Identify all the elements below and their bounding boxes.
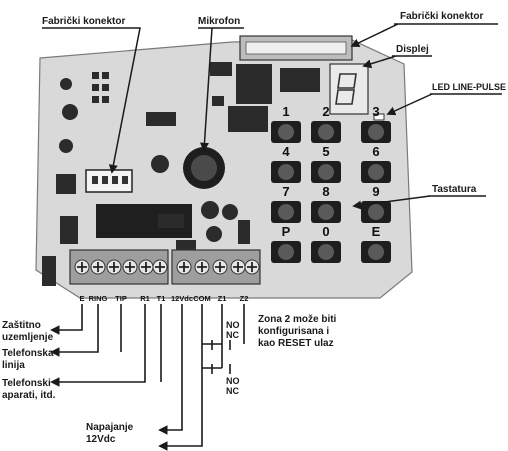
terminal-screw xyxy=(194,259,210,275)
callout-microphone: Mikrofon xyxy=(198,16,240,27)
keypad-key-label: 6 xyxy=(372,144,379,159)
keypad-key-label: 0 xyxy=(322,224,329,239)
factory-connector-right-part xyxy=(239,35,353,61)
terminal-label-ring: RING xyxy=(89,294,108,303)
terminal-screw xyxy=(106,259,122,275)
label-zone-note-3: kao RESET ulaz xyxy=(258,338,334,349)
callout-factory-connector-right: Fabrički konektor xyxy=(400,11,483,22)
label-ground-1: Zaštitno xyxy=(2,320,41,331)
label-nc-upper: NC xyxy=(226,330,239,340)
terminal-screw xyxy=(138,259,154,275)
keypad-key-label: 2 xyxy=(322,104,329,119)
terminal-label-r1: R1 xyxy=(140,294,150,303)
keypad-key-label: 4 xyxy=(282,144,290,159)
terminal-screw xyxy=(122,259,138,275)
terminal-screw xyxy=(244,259,260,275)
display-part xyxy=(329,63,369,115)
terminal-block-right xyxy=(171,249,261,285)
keypad-key-label: E xyxy=(372,224,381,239)
keypad-key-e: E xyxy=(361,224,391,263)
keypad-key-8: 8 xyxy=(311,184,341,223)
pcb-components xyxy=(42,62,320,286)
keypad-key-1: 1 xyxy=(271,104,301,143)
wiring-labels: Zaštitno uzemljenje Telefonska linija Te… xyxy=(2,314,337,445)
terminal-screw xyxy=(74,259,90,275)
callout-led: LED LINE-PULSE xyxy=(432,82,506,92)
keypad-key-0: 0 xyxy=(311,224,341,263)
keypad-key-2: 2 xyxy=(311,104,341,143)
callout-leaders xyxy=(42,23,502,206)
microphone-part xyxy=(183,147,225,189)
label-phone-line-1: Telefonska xyxy=(2,348,54,359)
terminal-screw xyxy=(152,259,168,275)
label-nc-lower: NC xyxy=(226,386,239,396)
keypad-key-label: 3 xyxy=(372,104,379,119)
keypad-key-7: 7 xyxy=(271,184,301,223)
terminal-label-com: COM xyxy=(193,294,211,303)
label-phone-line-2: linija xyxy=(2,360,25,371)
label-phone-devices-2: aparati, itd. xyxy=(2,390,56,401)
keypad-key-label: 1 xyxy=(282,104,289,119)
keypad-key-label: 9 xyxy=(372,184,379,199)
label-power-2: 12Vdc xyxy=(86,434,116,445)
label-zone-note-1: Zona 2 može biti xyxy=(258,314,337,325)
terminal-screw xyxy=(90,259,106,275)
label-no-lower: NO xyxy=(226,376,240,386)
keypad-key-6: 6 xyxy=(361,144,391,183)
label-phone-devices-1: Telefonski xyxy=(2,378,51,389)
keypad-key-3: 3 xyxy=(361,104,391,143)
factory-connector-left-part xyxy=(85,169,133,193)
keypad: 1 2 3 4 5 6 7 8 9P 0 E xyxy=(271,104,391,263)
terminal-label-t1: T1 xyxy=(157,294,166,303)
terminal-screw xyxy=(212,259,228,275)
keypad-key-label: 5 xyxy=(322,144,329,159)
keypad-key-p: P xyxy=(271,224,301,263)
keypad-key-5: 5 xyxy=(311,144,341,183)
callout-keypad: Tastatura xyxy=(432,184,477,195)
terminal-label-12vdc: 12Vdc xyxy=(171,294,193,303)
keypad-key-9: 9 xyxy=(361,184,391,223)
terminal-block-left xyxy=(69,249,169,285)
terminal-screw xyxy=(230,259,246,275)
label-power-1: Napajanje xyxy=(86,422,134,433)
keypad-key-4: 4 xyxy=(271,144,301,183)
callout-factory-connector-left: Fabrički konektor xyxy=(42,16,125,27)
label-no-upper: NO xyxy=(226,320,240,330)
keypad-key-label: 7 xyxy=(282,184,289,199)
terminal-screw xyxy=(176,259,192,275)
label-zone-note-2: konfigurisana i xyxy=(258,326,329,337)
keypad-key-label: 8 xyxy=(322,184,329,199)
terminal-label-tip: TIP xyxy=(115,294,127,303)
callout-display: Displej xyxy=(396,44,429,55)
keypad-key-label: P xyxy=(282,224,291,239)
terminal-label-e: E xyxy=(79,294,84,303)
terminal-label-z2: Z2 xyxy=(240,294,249,303)
terminal-label-z1: Z1 xyxy=(218,294,227,303)
label-ground-2: uzemljenje xyxy=(2,332,54,343)
wiring-lines xyxy=(50,304,245,451)
